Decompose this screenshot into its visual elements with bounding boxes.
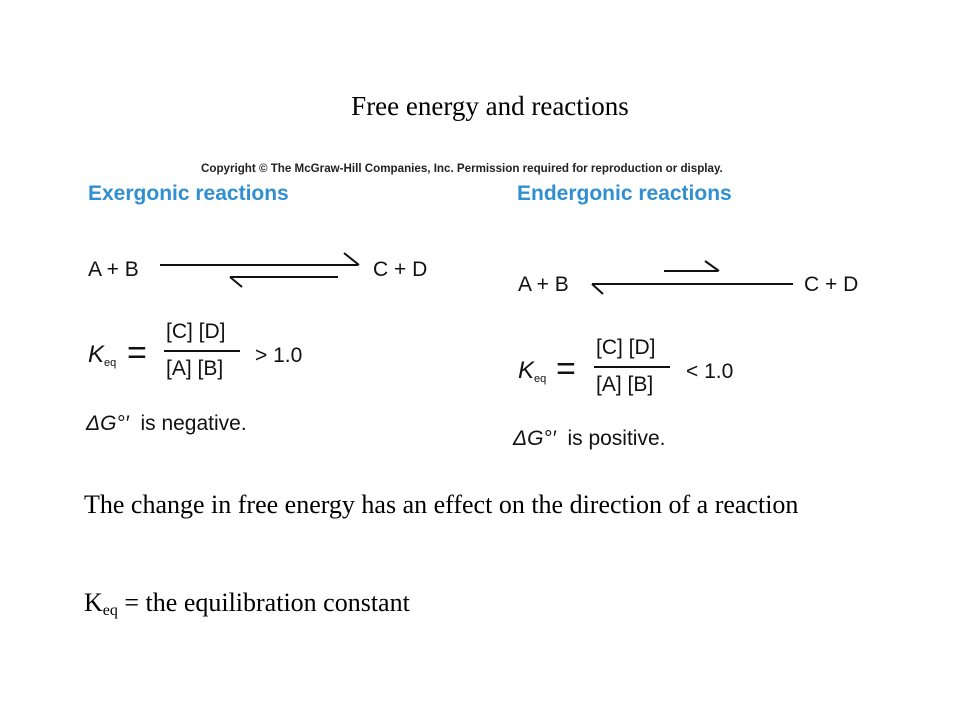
- exergonic-reactants: A + B: [88, 258, 139, 281]
- endergonic-k-symbol: Keq: [518, 357, 547, 385]
- exergonic-products: C + D: [373, 258, 428, 281]
- endergonic-heading: Endergonic reactions: [517, 182, 732, 205]
- exergonic-delta-g: ΔG°′ is negative.: [86, 412, 247, 435]
- exergonic-k-symbol: Keq: [88, 341, 117, 369]
- exergonic-denominator: [A] [B]: [166, 357, 224, 380]
- endergonic-reactants: A + B: [518, 273, 569, 296]
- endergonic-equilibrium-arrow: [591, 260, 793, 295]
- exergonic-equilibrium-arrow: [160, 252, 360, 288]
- exergonic-numerator: [C] [D]: [166, 320, 226, 343]
- exergonic-fraction-bar: [164, 350, 240, 352]
- endergonic-denominator: [A] [B]: [596, 373, 654, 396]
- reaction-figure: Copyright © The McGraw-Hill Companies, I…: [80, 158, 880, 468]
- endergonic-numerator: [C] [D]: [596, 336, 656, 359]
- endergonic-products: C + D: [804, 273, 859, 296]
- body-paragraph-direction: The change in free energy has an effect …: [84, 490, 799, 519]
- copyright-notice: Copyright © The McGraw-Hill Companies, I…: [201, 162, 723, 175]
- exergonic-equals: =: [127, 334, 147, 372]
- exergonic-heading: Exergonic reactions: [88, 182, 289, 205]
- slide-title: Free energy and reactions: [351, 91, 629, 121]
- body-paragraph-keq: Keq = the equilibration constant: [84, 588, 410, 619]
- endergonic-fraction-bar: [594, 366, 670, 368]
- exergonic-comparison: > 1.0: [255, 344, 303, 367]
- endergonic-delta-g: ΔG°′ is positive.: [513, 427, 666, 450]
- endergonic-comparison: < 1.0: [686, 360, 734, 383]
- endergonic-equals: =: [556, 350, 576, 388]
